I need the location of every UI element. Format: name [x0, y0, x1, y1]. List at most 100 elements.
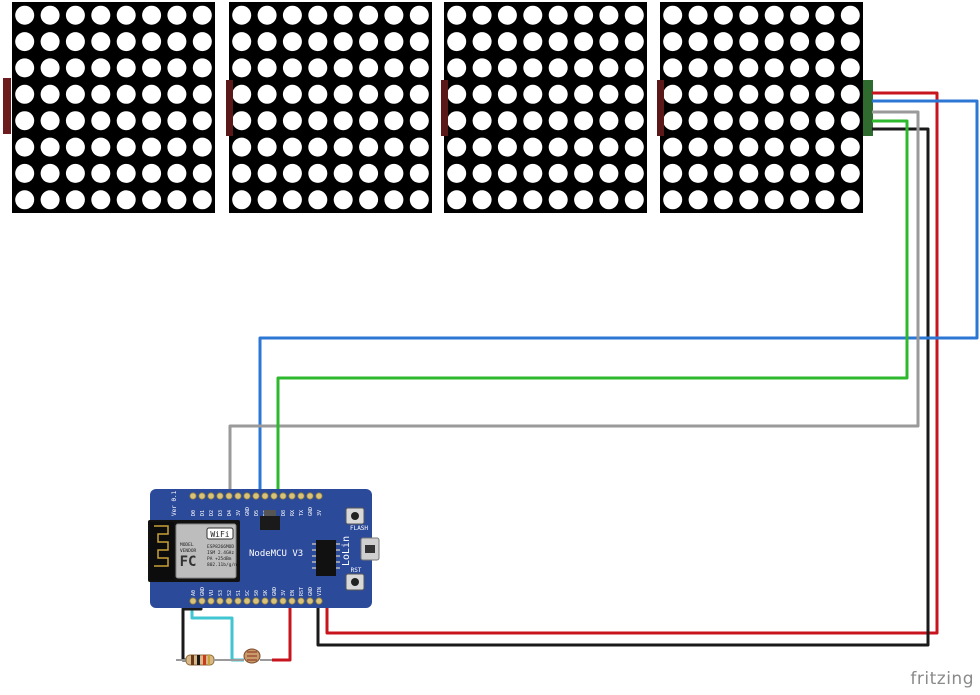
esp-module-line: VENDOR	[180, 548, 197, 554]
top-pin-d5	[252, 492, 260, 500]
matrix-header-left	[3, 78, 11, 134]
led-dot	[232, 84, 252, 104]
board-pins: D0D1D2D3D43VGNDD5D6D7D8RXTXGND3VA0GNDVUS…	[189, 492, 323, 605]
led-dot	[384, 190, 404, 210]
usb-chip	[316, 540, 336, 576]
led-dot	[548, 111, 568, 131]
top-pin-d4	[225, 492, 233, 500]
led-dot	[142, 58, 162, 78]
led-dot	[409, 5, 429, 25]
led-dot	[167, 163, 187, 183]
led-dot	[308, 58, 328, 78]
led-dot	[688, 163, 708, 183]
led-dot	[739, 111, 759, 131]
resistor-band-4	[208, 655, 210, 665]
led-dot	[15, 58, 35, 78]
top-pin-3v	[234, 492, 242, 500]
led-dot	[472, 163, 492, 183]
bottom-pin-label: RST	[299, 587, 305, 596]
led-dot	[167, 32, 187, 52]
led-dot	[282, 84, 302, 104]
top-pin-label: TX	[299, 510, 305, 516]
wire-cs-gray	[228, 110, 920, 496]
led-dot	[624, 84, 644, 104]
led-dot	[790, 137, 810, 157]
sensor-circuit	[176, 648, 272, 666]
esp-module-line: MODEL	[180, 542, 194, 548]
regulator-tab	[264, 510, 276, 516]
led-dot	[384, 5, 404, 25]
led-dot	[116, 111, 136, 131]
led-dot	[497, 32, 517, 52]
micro-usb-slot	[365, 545, 375, 553]
wires	[181, 91, 979, 662]
led-dot	[548, 58, 568, 78]
led-dot	[384, 111, 404, 131]
resistor-band-2	[197, 655, 200, 665]
led-dot	[116, 84, 136, 104]
led-dot	[574, 84, 594, 104]
led-dot	[815, 137, 835, 157]
led-dot	[663, 32, 683, 52]
led-dot	[142, 5, 162, 25]
led-dot	[497, 5, 517, 25]
led-dot	[257, 111, 277, 131]
led-dot	[523, 58, 543, 78]
led-dot	[764, 58, 784, 78]
led-dot	[840, 32, 860, 52]
led-dot	[116, 32, 136, 52]
led-dot	[308, 163, 328, 183]
led-dot	[688, 111, 708, 131]
led-dot	[764, 190, 784, 210]
led-dot	[282, 32, 302, 52]
led-dot	[472, 137, 492, 157]
led-dot	[40, 5, 60, 25]
led-dot	[497, 190, 517, 210]
led-dot	[167, 84, 187, 104]
bottom-pin-label: VU	[209, 590, 215, 596]
led-dot	[15, 111, 35, 131]
led-dot	[713, 84, 733, 104]
led-dot	[116, 163, 136, 183]
flash-button-cap	[351, 512, 359, 520]
led-dot	[116, 5, 136, 25]
led-dot	[333, 58, 353, 78]
led-dot	[65, 5, 85, 25]
bottom-pin-label: S1	[236, 590, 242, 596]
matrix-module-body	[229, 2, 432, 213]
wifi-label: WiFi	[210, 530, 229, 539]
led-dot	[523, 111, 543, 131]
led-dot	[65, 190, 85, 210]
led-dot	[192, 32, 212, 52]
led-dot	[65, 84, 85, 104]
led-dot	[739, 58, 759, 78]
led-dot	[815, 111, 835, 131]
led-dot	[447, 58, 467, 78]
led-dot	[282, 5, 302, 25]
led-dot	[142, 32, 162, 52]
led-dot	[840, 137, 860, 157]
led-dot	[790, 32, 810, 52]
fc-label: FC	[180, 554, 197, 570]
led-dot	[359, 137, 379, 157]
led-dot	[116, 58, 136, 78]
bottom-pin-label: S2	[227, 590, 233, 596]
led-dot	[574, 111, 594, 131]
led-dot	[790, 163, 810, 183]
led-dot	[472, 111, 492, 131]
led-dot	[142, 111, 162, 131]
led-dot	[599, 32, 619, 52]
led-dot	[308, 190, 328, 210]
led-dot	[815, 5, 835, 25]
led-dot	[497, 84, 517, 104]
led-dot	[257, 58, 277, 78]
bottom-pin-vin	[315, 597, 323, 605]
led-dot	[308, 137, 328, 157]
led-dot	[257, 5, 277, 25]
led-dot	[472, 5, 492, 25]
led-dot	[15, 84, 35, 104]
esp-module-line: ISM 2.4GHz	[207, 550, 234, 556]
flash-label: FLASH	[350, 525, 368, 532]
